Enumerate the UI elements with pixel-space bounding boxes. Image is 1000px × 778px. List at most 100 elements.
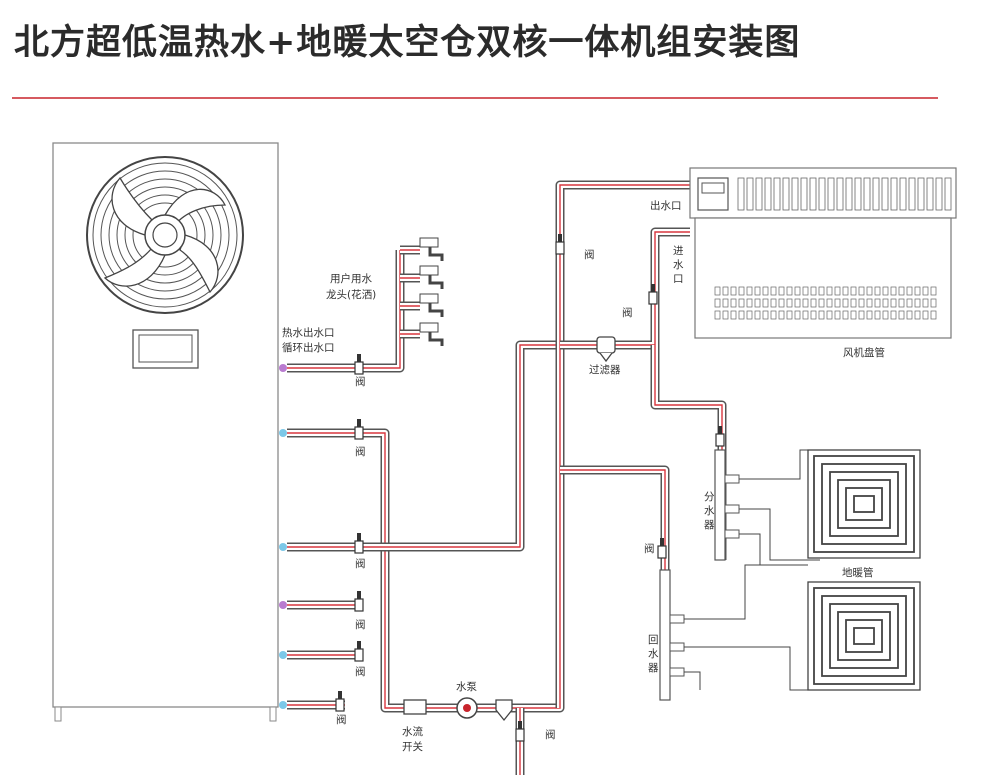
floor-heating-label: 地暖管 xyxy=(842,566,874,579)
grille-slot xyxy=(908,177,916,211)
coil-loop xyxy=(813,455,915,553)
grille-vent xyxy=(914,298,921,308)
flow-switch-icon xyxy=(403,699,427,715)
floor-heating-coil-1 xyxy=(807,449,921,559)
grille-vent xyxy=(746,310,753,320)
grille-vent xyxy=(778,286,785,296)
grille-vent xyxy=(722,310,729,320)
pipe-core-7 xyxy=(560,231,690,346)
coil-loop xyxy=(845,487,883,521)
flow-switch-label-2: 开关 xyxy=(402,740,423,753)
grille-vent xyxy=(802,298,809,308)
grille-vent xyxy=(714,310,721,320)
coil-loop xyxy=(837,479,891,529)
grille-vent xyxy=(890,286,897,296)
coil-loop xyxy=(821,463,907,545)
grille-vent xyxy=(882,298,889,308)
coil-loop xyxy=(837,611,891,661)
pipe-core-2 xyxy=(287,344,560,548)
grille-vent xyxy=(778,310,785,320)
valve-label-8: 阀 xyxy=(622,306,633,319)
grille-slot xyxy=(737,177,745,211)
grille-vent xyxy=(738,310,745,320)
grille-vent xyxy=(786,298,793,308)
grille-vent xyxy=(922,310,929,320)
valve-label-6: 阀 xyxy=(336,713,347,726)
grille-vent xyxy=(810,310,817,320)
valve-label-4: 阀 xyxy=(355,618,366,631)
grille-slot xyxy=(782,177,790,211)
valve-label-1: 阀 xyxy=(355,375,366,388)
grille-slot xyxy=(881,177,889,211)
grille-vent xyxy=(714,298,721,308)
grille-vent xyxy=(906,310,913,320)
grille-slot xyxy=(791,177,799,211)
grille-vent xyxy=(906,298,913,308)
grille-vent xyxy=(874,298,881,308)
grille-vent xyxy=(818,298,825,308)
hot-outlet-label-1: 热水出水口 xyxy=(282,326,335,339)
faucet-icon-4 xyxy=(419,322,444,346)
grille-slot xyxy=(854,177,862,211)
grille-vent xyxy=(914,286,921,296)
grille-vent xyxy=(826,310,833,320)
grille-slot xyxy=(800,177,808,211)
grille-slot xyxy=(926,177,934,211)
faucet-icon-1 xyxy=(419,237,444,261)
pipe-outline-7 xyxy=(560,227,690,350)
grille-slot xyxy=(872,177,880,211)
grille-vent xyxy=(882,310,889,320)
grille-vent xyxy=(786,310,793,320)
grille-vent xyxy=(754,298,761,308)
grille-vent xyxy=(754,310,761,320)
valve-label-7: 阀 xyxy=(584,248,595,261)
water-inlet-char-3: 口 xyxy=(673,273,684,285)
grille-vent xyxy=(898,298,905,308)
flow-switch-label-1: 水流 xyxy=(402,725,423,738)
grille-vent xyxy=(810,298,817,308)
grille-vent xyxy=(858,286,865,296)
grille-vent xyxy=(754,286,761,296)
valve-label-9: 阀 xyxy=(644,542,655,555)
grille-vent xyxy=(762,298,769,308)
grille-slot xyxy=(746,177,754,211)
fan-coil-unit xyxy=(689,167,957,339)
filter-label: 过滤器 xyxy=(589,363,621,376)
coil-loop xyxy=(853,627,875,645)
grille-vent xyxy=(890,310,897,320)
return-char-1: 回 xyxy=(648,634,659,646)
faucet-group xyxy=(419,237,444,346)
grille-vent xyxy=(794,310,801,320)
grille-slot xyxy=(890,177,898,211)
grille-vent xyxy=(866,310,873,320)
grille-vent xyxy=(914,310,921,320)
pipe-core-11 xyxy=(400,249,420,335)
grille-slot xyxy=(845,177,853,211)
grille-vent xyxy=(866,286,873,296)
grille-vent xyxy=(922,286,929,296)
grille-slot xyxy=(809,177,817,211)
grille-slot xyxy=(755,177,763,211)
grille-slot xyxy=(899,177,907,211)
grille-vent xyxy=(738,286,745,296)
valve-label-3: 阀 xyxy=(355,557,366,570)
grille-vent xyxy=(746,286,753,296)
return-char-2: 水 xyxy=(648,648,659,660)
grille-vent xyxy=(826,298,833,308)
floor-heating-coil-2 xyxy=(807,581,921,691)
distributor-manifold xyxy=(714,449,740,561)
valve-label-10: 阀 xyxy=(545,728,556,741)
grille-vent xyxy=(898,310,905,320)
distributor-char-2: 水 xyxy=(704,505,715,517)
grille-vent xyxy=(730,310,737,320)
grille-vent xyxy=(858,298,865,308)
grille-vent xyxy=(898,286,905,296)
grille-vent xyxy=(890,298,897,308)
grille-slot xyxy=(935,177,943,211)
grille-vent xyxy=(762,310,769,320)
valve-label-2: 阀 xyxy=(355,445,366,458)
grille-vent xyxy=(858,310,865,320)
grille-vent xyxy=(834,310,841,320)
filter-icon xyxy=(596,336,616,363)
